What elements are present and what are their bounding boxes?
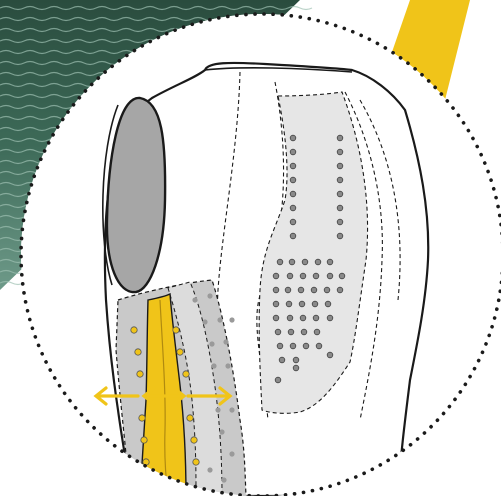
vent-dot bbox=[289, 259, 295, 265]
vent-dot bbox=[299, 301, 305, 307]
vent-dot bbox=[290, 219, 296, 225]
panel-dot bbox=[173, 327, 179, 333]
vent-dot bbox=[273, 301, 279, 307]
panel-dot bbox=[187, 415, 193, 421]
vent-dot bbox=[327, 259, 333, 265]
vent-dot bbox=[327, 315, 333, 321]
vent-dot bbox=[315, 259, 321, 265]
panel-dot bbox=[229, 407, 234, 412]
vent-dot bbox=[300, 315, 306, 321]
vent-dot bbox=[327, 273, 333, 279]
panel-dot bbox=[183, 371, 189, 377]
panel-dot bbox=[202, 319, 207, 324]
panel-dot bbox=[137, 371, 143, 377]
vent-dot bbox=[286, 301, 292, 307]
vent-dot bbox=[288, 329, 294, 335]
panel-dot bbox=[191, 437, 197, 443]
vent-dot bbox=[273, 315, 279, 321]
vent-dot bbox=[312, 301, 318, 307]
vent-dot bbox=[327, 352, 333, 358]
vent-dot bbox=[290, 191, 296, 197]
panel-dot bbox=[229, 451, 234, 456]
panel-dot bbox=[135, 349, 141, 355]
vent-dot bbox=[290, 149, 296, 155]
vent-dot bbox=[301, 329, 307, 335]
vent-dot bbox=[290, 343, 296, 349]
vent-dot bbox=[337, 163, 343, 169]
vent-dot bbox=[290, 135, 296, 141]
vent-dot bbox=[337, 191, 343, 197]
vent-dot bbox=[303, 343, 309, 349]
panel-dot bbox=[141, 437, 147, 443]
vent-dot bbox=[277, 343, 283, 349]
vent-dot bbox=[324, 287, 330, 293]
vent-dot bbox=[290, 177, 296, 183]
vent-dot bbox=[311, 287, 317, 293]
vent-dot bbox=[337, 135, 343, 141]
vent-dot bbox=[337, 149, 343, 155]
panel-dot bbox=[217, 317, 222, 322]
vent-dot bbox=[302, 259, 308, 265]
panel-dot bbox=[229, 317, 234, 322]
vent-dot bbox=[290, 163, 296, 169]
panel-dot bbox=[139, 415, 145, 421]
panel-dot bbox=[211, 363, 216, 368]
vent-dot bbox=[313, 273, 319, 279]
vent-dot bbox=[279, 357, 285, 363]
vent-dot bbox=[275, 377, 281, 383]
vent-dot bbox=[325, 301, 331, 307]
vent-dot bbox=[337, 177, 343, 183]
vent-dot bbox=[300, 273, 306, 279]
panel-dot bbox=[192, 297, 197, 302]
vent-dot bbox=[337, 233, 343, 239]
vent-dot bbox=[337, 287, 343, 293]
vent-dot bbox=[313, 315, 319, 321]
vent-dot bbox=[314, 329, 320, 335]
vent-dot bbox=[316, 343, 322, 349]
vent-dot bbox=[277, 259, 283, 265]
panel-dot bbox=[131, 327, 137, 333]
panel-dot bbox=[225, 363, 230, 368]
vent-dot bbox=[339, 273, 345, 279]
panel-dot bbox=[223, 339, 228, 344]
vent-dot bbox=[290, 205, 296, 211]
vent-dot bbox=[293, 365, 299, 371]
panel-dot bbox=[207, 293, 212, 298]
vent-dot bbox=[287, 273, 293, 279]
vent-dot bbox=[298, 287, 304, 293]
vent-dot bbox=[275, 329, 281, 335]
vent-dot bbox=[290, 233, 296, 239]
panel-dot bbox=[219, 429, 224, 434]
panel-dot bbox=[207, 467, 212, 472]
panel-dot bbox=[177, 349, 183, 355]
vent-dot bbox=[273, 287, 279, 293]
panel-dot bbox=[209, 341, 214, 346]
vent-dot bbox=[287, 315, 293, 321]
panel-dot bbox=[221, 477, 226, 482]
panel-dot bbox=[215, 407, 220, 412]
vent-dot bbox=[293, 357, 299, 363]
vent-dot bbox=[337, 205, 343, 211]
vent-dot bbox=[285, 287, 291, 293]
vent-dot bbox=[337, 219, 343, 225]
vent-dot bbox=[273, 273, 279, 279]
panel-dot bbox=[193, 459, 199, 465]
